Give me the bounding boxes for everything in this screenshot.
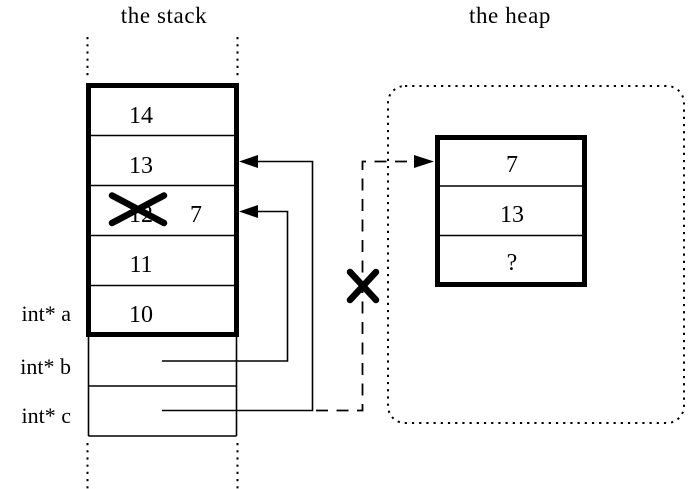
stack-title: the stack: [121, 3, 208, 28]
stack-variable-cells: [87, 337, 238, 437]
stack-frame-box: [86, 83, 239, 337]
invalid-pointer-x-icon: [346, 268, 380, 304]
var-label-a: int* a: [22, 301, 72, 326]
invalid-x-stroke-2: [346, 268, 380, 304]
pointer-c-arrow: [162, 155, 314, 412]
pointer-c-line: [162, 160, 314, 412]
stack-cell-value-14: 14: [129, 103, 153, 129]
pointer-b-line: [162, 210, 289, 362]
stack-cell-value-11: 11: [129, 252, 152, 278]
stack-cell-value-10: 10: [129, 302, 153, 328]
pointer-c-old-arrowhead: [414, 155, 434, 168]
var-label-b: int* b: [20, 354, 71, 379]
pointer-c-old-dashed-arrow: [316, 155, 434, 412]
stack-cell-value-13: 13: [129, 153, 153, 179]
stack-cell-dividers: [91, 134, 235, 287]
stack-column-guides: [86, 37, 239, 489]
heap-block-box: [435, 135, 587, 287]
heap-cell-value-unknown: ?: [507, 250, 518, 276]
pointer-b-arrow: [162, 205, 289, 362]
cross-out-x-icon: [108, 192, 168, 227]
heap-title: the heap: [469, 3, 551, 28]
heap-cell-value-7: 7: [506, 152, 518, 178]
stack-cell-new-value-7: 7: [190, 202, 202, 228]
heap-cell-value-13: 13: [500, 202, 524, 228]
heap-cell-dividers: [440, 185, 583, 237]
heap-region-boundary: [387, 85, 685, 424]
pointer-b-arrowhead: [239, 205, 258, 218]
cross-out-stroke-2: [108, 192, 168, 227]
var-label-c: int* c: [22, 403, 72, 428]
pointer-c-arrowhead: [239, 155, 258, 168]
